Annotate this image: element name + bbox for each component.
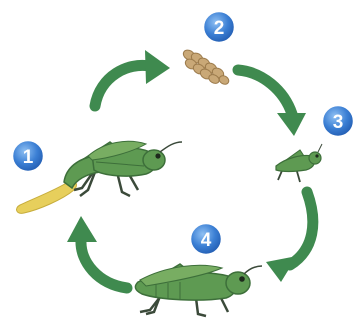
stage-4-badge: 4 [190, 223, 222, 255]
arrow-3-to-4 [266, 192, 313, 282]
arrow-2-to-3 [238, 70, 306, 136]
stage-3-nymph [276, 144, 322, 182]
arrow-4-to-1 [67, 216, 127, 288]
stage-1-badge: 1 [12, 140, 44, 172]
stage-2-number: 2 [214, 18, 225, 39]
stage-1-number: 1 [23, 147, 34, 168]
stage-2-badge: 2 [203, 11, 235, 43]
stage-4-adult-grasshopper [135, 264, 262, 316]
stage-3-number: 3 [333, 112, 344, 133]
stage-4-number: 4 [201, 230, 212, 251]
arrow-1-to-2 [95, 50, 170, 106]
stage-3-badge: 3 [322, 105, 354, 137]
stage-2-egg-cluster [182, 48, 231, 86]
